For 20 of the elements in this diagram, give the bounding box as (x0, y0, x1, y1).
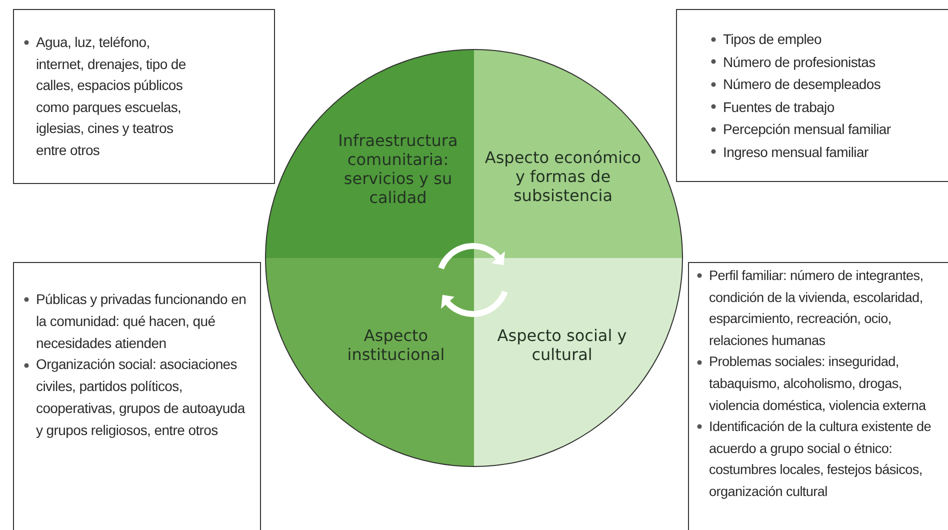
quadrant-label: Aspecto económico y formas de subsistencia (484, 146, 642, 206)
quadrant-label: Aspecto social y cultural (496, 325, 628, 366)
bullet-item: Organización social: asociaciones civiles, partidos políticos, cooperativas, grupos de autoayuda y grupos religiosos, entre otros (36, 356, 245, 438)
bullet-item: Número de desempleados (723, 76, 881, 92)
bullet-item: Agua, luz, teléfono, internet, drenajes, tipo de calles, espacios públicos como parques escuelas, iglesias, cines y teatros entre otros (36, 34, 186, 158)
bullet-item: Identificación de la cultura existente de acuerdo a grupo social o étnico: costumbres locales, festejos básicos, organización cultural (709, 419, 931, 499)
quadrant-label: Infraestructura comunitaria: servicios y su calidad (337, 130, 459, 209)
quadrant-label: Aspecto institucional (346, 325, 446, 366)
text-box (13, 262, 261, 530)
bullet-item: Perfil familiar: número de integrantes, condición de la vivienda, escolaridad, esparcimiento, recreación, ocio, relaciones humanas (709, 268, 924, 348)
bullet-item: Públicas y privadas funcionando en la comunidad: qué hacen, qué necesidades atienden (36, 291, 246, 351)
text-box (676, 9, 948, 182)
bullet-item: Percepción mensual familiar (723, 121, 891, 137)
bullet-item: Tipos de empleo (723, 31, 822, 47)
text-box (688, 262, 948, 530)
bullet-item: Ingreso mensual familiar (723, 144, 868, 160)
bullet-item: Problemas sociales: inseguridad, tabaquismo, alcoholismo, drogas, violencia doméstica, violencia externa (709, 354, 926, 413)
bullet-item: Fuentes de trabajo (723, 98, 834, 114)
bullet-item: Número de profesionistas (723, 54, 876, 70)
text-box (13, 9, 275, 184)
